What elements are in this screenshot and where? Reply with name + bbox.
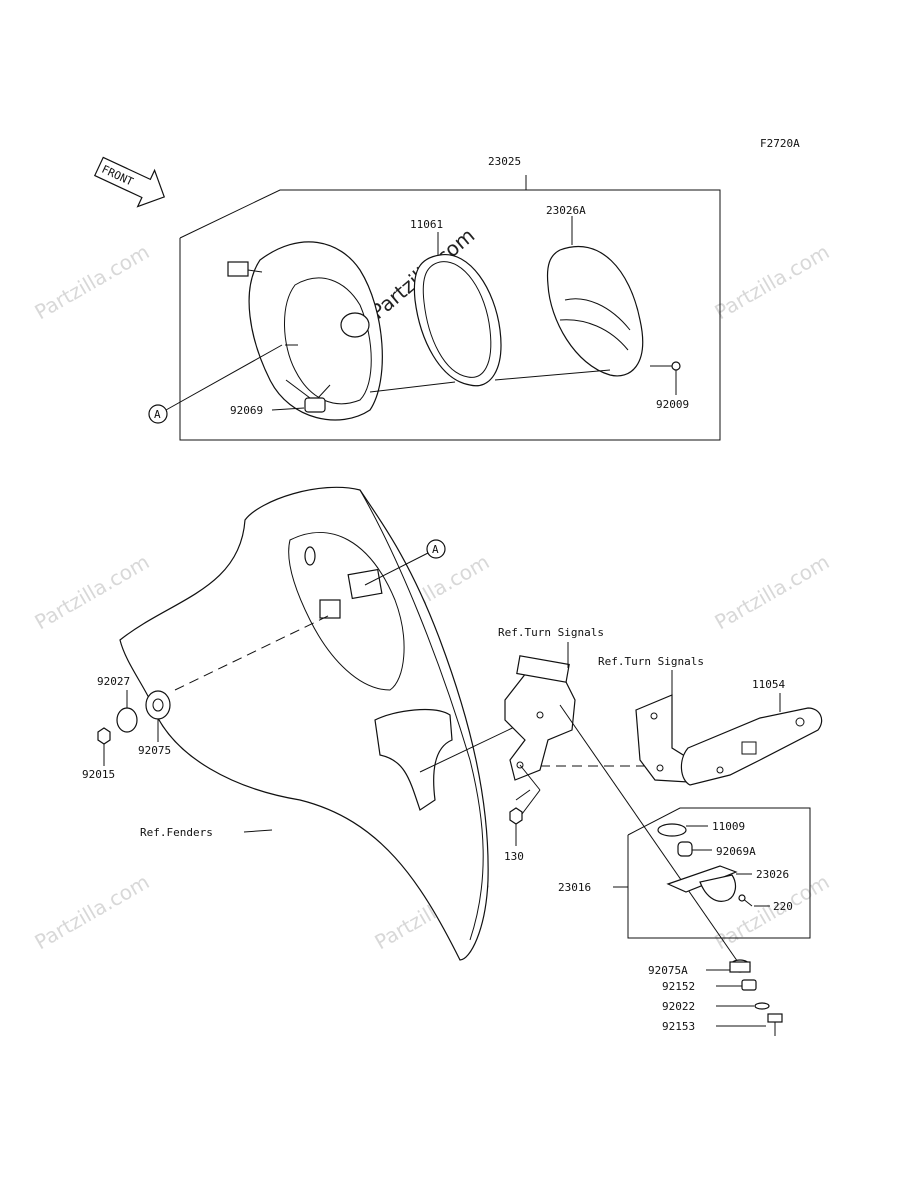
label-11061: 11061 — [410, 218, 443, 231]
seal-11009 — [657, 823, 687, 837]
watermark: Partzilla.com — [711, 240, 834, 325]
front-arrow-icon: FRONT — [93, 156, 166, 208]
label-11054: 11054 — [752, 678, 785, 691]
plate-light-group: 23016 11009 92069A 23026 220 — [558, 807, 811, 939]
label-92153: 92153 — [662, 1020, 695, 1033]
watermark: Partzilla.com — [31, 870, 154, 955]
taillight-housing — [227, 241, 383, 421]
taillight-assembly-group: 23025 11061 23026A — [148, 155, 721, 441]
label-92009: 92009 — [656, 398, 689, 411]
screw-220 — [738, 894, 753, 907]
bolt-130 — [509, 789, 531, 825]
bolt-92153 — [767, 1013, 783, 1036]
label-92152: 92152 — [662, 980, 695, 993]
ref-circle-a-fender — [426, 539, 446, 559]
label-92075: 92075 — [138, 744, 171, 757]
label-92069: 92069 — [230, 404, 263, 417]
ref-letter-a: A — [154, 408, 161, 421]
nut-92027 — [116, 707, 138, 733]
watermark: Partzilla.com — [711, 550, 834, 635]
label-92027: 92027 — [97, 675, 130, 688]
watermark: Partzilla.com — [31, 240, 154, 325]
bulb-92069 — [285, 379, 331, 413]
label-ref-turn-signals-2: Ref.Turn Signals — [598, 655, 704, 668]
plate-bracket-11054 — [680, 707, 823, 786]
grommet-92075A — [729, 959, 751, 973]
ref-letter-a-fender: A — [432, 543, 439, 556]
label-92069A: 92069A — [716, 845, 756, 858]
label-130: 130 — [504, 850, 524, 863]
ref-circle-a — [148, 404, 168, 424]
label-ref-fenders: Ref.Fenders — [140, 826, 213, 839]
gasket-11061 — [413, 254, 502, 387]
label-92022: 92022 — [662, 1000, 695, 1013]
watermark: Partzilla.com — [31, 550, 154, 635]
lens-23026 — [666, 865, 738, 902]
figure-code: F2720A — [760, 137, 800, 150]
label-23026: 23026 — [756, 868, 789, 881]
label-11009: 11009 — [712, 820, 745, 833]
label-92015: 92015 — [82, 768, 115, 781]
screw-92009 — [650, 361, 681, 371]
label-23016: 23016 — [558, 881, 591, 894]
label-92075A: 92075A — [648, 964, 688, 977]
turn-signal-bracket — [635, 694, 689, 783]
washer-92022 — [754, 1002, 770, 1010]
label-23026A: 23026A — [546, 204, 586, 217]
grommet-92075 — [145, 690, 171, 720]
label-220: 220 — [773, 900, 793, 913]
label-23025: 23025 — [488, 155, 521, 168]
license-bracket — [504, 655, 576, 781]
bulb-92069A — [677, 841, 693, 857]
label-ref-turn-signals-1: Ref.Turn Signals — [498, 626, 604, 639]
lens-23026A — [546, 245, 644, 377]
collar-92152 — [741, 979, 757, 991]
fender — [119, 486, 489, 961]
nut-92015 — [97, 727, 111, 745]
